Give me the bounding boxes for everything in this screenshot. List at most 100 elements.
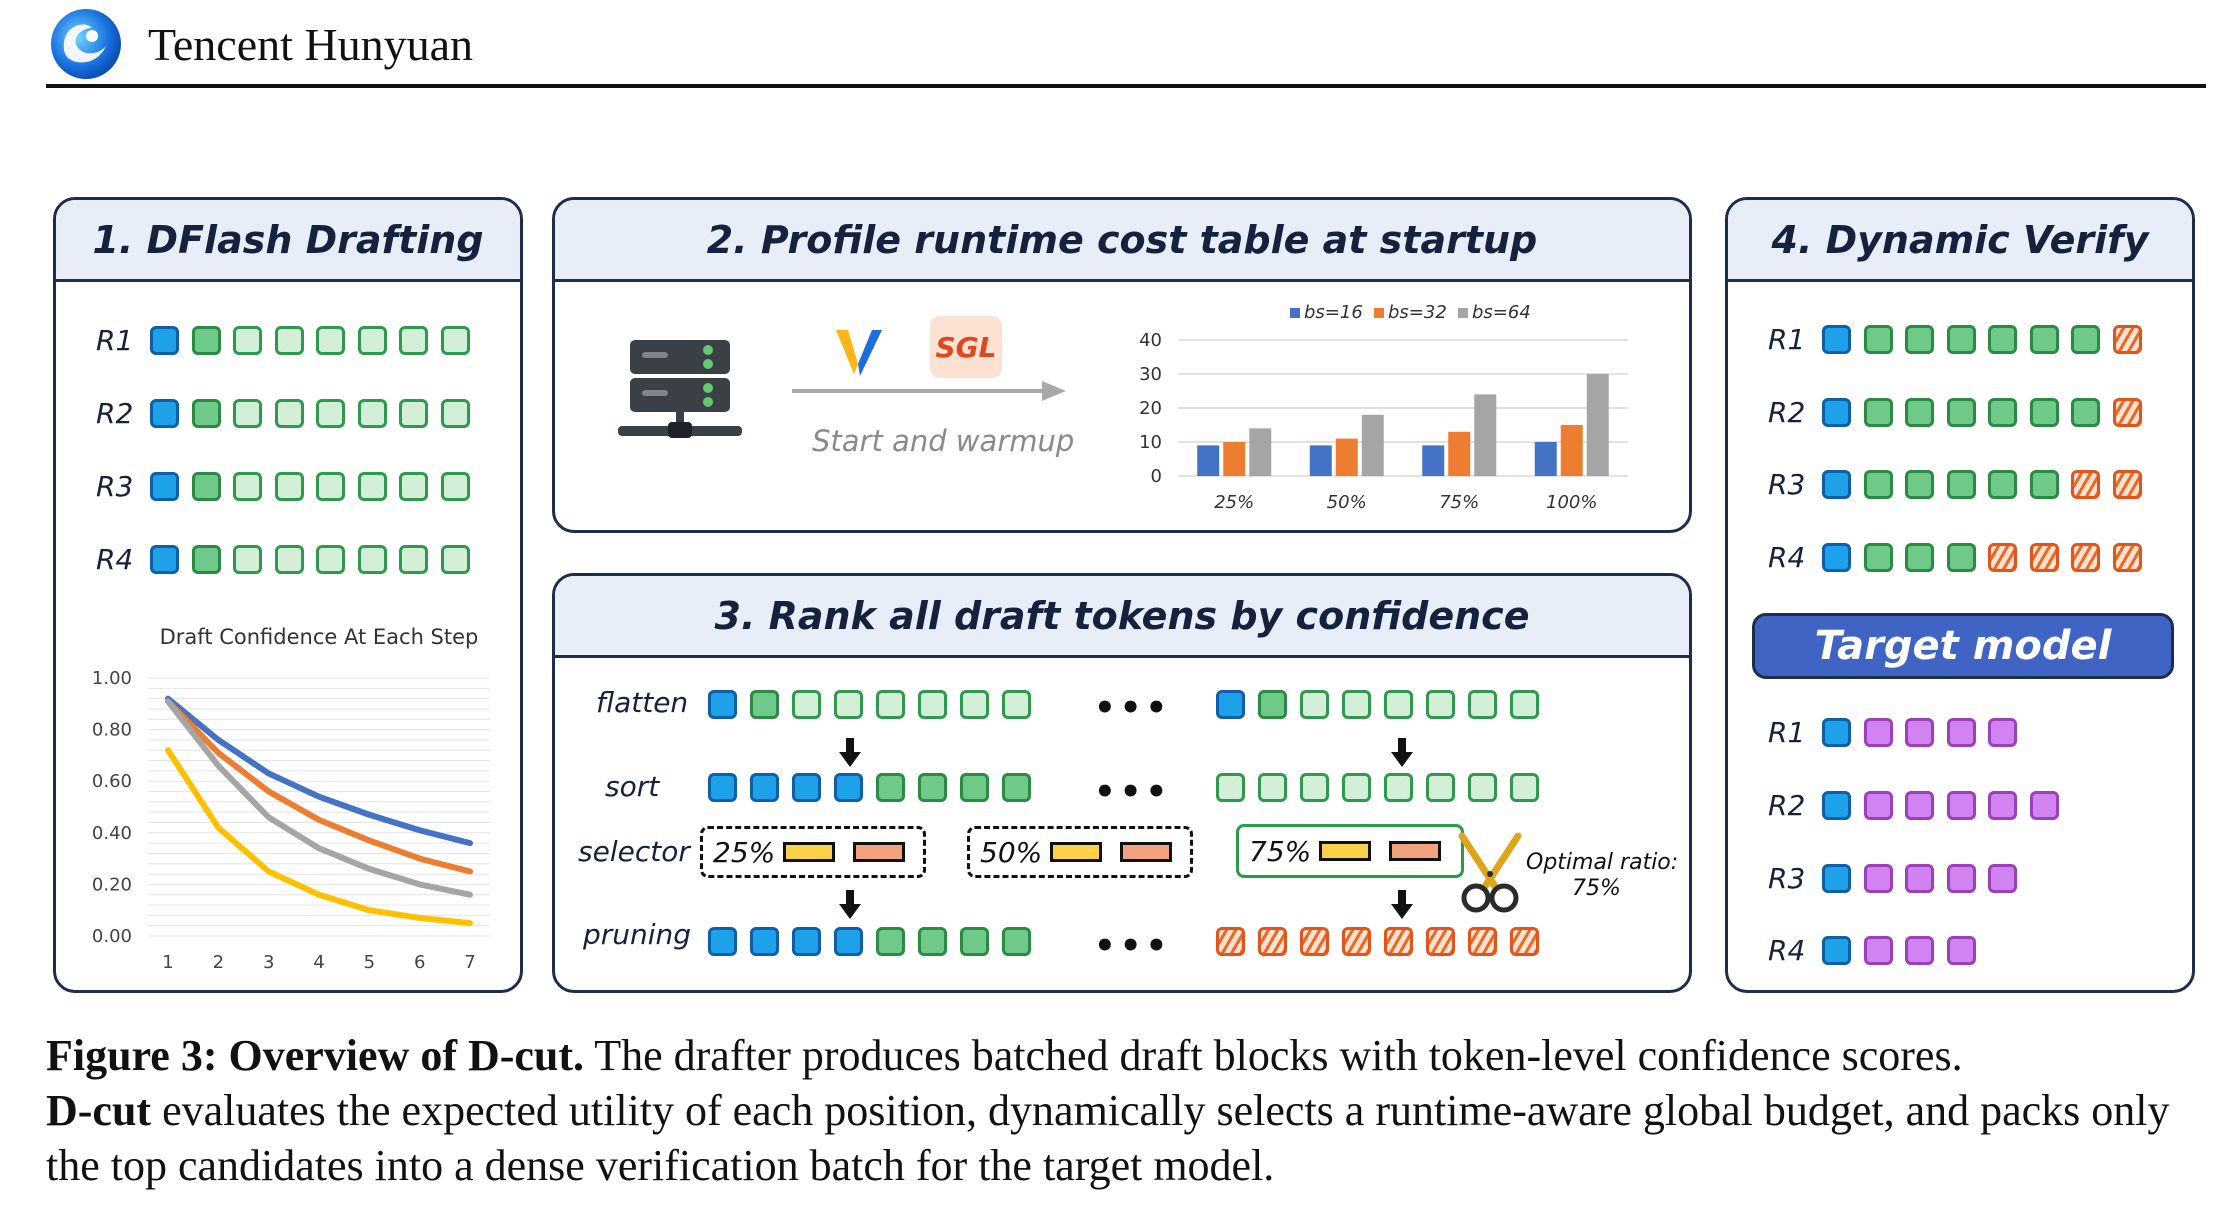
selector-bar-orange: [1120, 842, 1173, 862]
x-tick-label: 25%: [1214, 492, 1254, 513]
panel-profile-cost: 2. Profile runtime cost table at startup: [552, 197, 1692, 533]
lgreen-token: [316, 545, 345, 574]
row-label-sort: sort: [605, 770, 660, 803]
blue-token: [708, 773, 737, 802]
pink-token: [2029, 791, 2059, 820]
blue-token: [1822, 543, 1851, 572]
pink-token: [1905, 936, 1934, 965]
pink-token: [1988, 791, 2017, 820]
red-token: [2029, 543, 2059, 572]
series-line-2: [165, 698, 473, 898]
x-tick-label: 50%: [1327, 492, 1367, 513]
lgreen-token: [1510, 690, 1539, 719]
green-token: [1002, 773, 1031, 802]
green-token: [1905, 470, 1934, 499]
green-token: [1258, 690, 1287, 719]
pink-token: [1946, 718, 1976, 747]
sgl-logo: SGL: [930, 316, 1002, 378]
x-tick-label: 6: [414, 952, 425, 973]
lgreen-token: [1300, 690, 1329, 719]
red-token: [1216, 927, 1245, 956]
x-tick-label: 3: [263, 952, 274, 973]
legend-swatch: [1458, 308, 1468, 318]
series-line-1: [165, 698, 473, 875]
legend-swatch: [1290, 308, 1300, 318]
selector-ratio: 25%: [713, 835, 776, 869]
hunyuan-logo-icon: [51, 9, 121, 79]
bar-bs=32: [1223, 442, 1246, 476]
bar-bs=16: [1309, 445, 1332, 476]
row-label: R2: [1768, 789, 1806, 822]
blue-token: [750, 927, 779, 956]
selector-option-50: 50%: [967, 826, 1193, 878]
blue-token: [1216, 690, 1245, 719]
blue-token: [1822, 936, 1851, 965]
green-token: [1863, 543, 1893, 572]
bar-bs=64: [1361, 414, 1384, 476]
caption-title: Overview of D-cut.: [228, 1031, 585, 1080]
green-token: [1002, 927, 1031, 956]
pink-token: [1946, 864, 1976, 893]
x-tick-label: 75%: [1439, 492, 1479, 513]
lgreen-token: [316, 399, 345, 428]
panel-title: 4. Dynamic Verify: [1728, 200, 2192, 282]
lgreen-token: [1384, 773, 1413, 802]
bar-bs=64: [1474, 394, 1497, 476]
series-line-0: [165, 695, 473, 847]
legend-label: bs=64: [1472, 302, 1531, 323]
blue-token: [792, 773, 821, 802]
green-token: [2071, 325, 2100, 354]
green-token: [1988, 398, 2017, 427]
legend-swatch: [1374, 308, 1384, 318]
lgreen-token: [357, 545, 387, 574]
panel-title: 3. Rank all draft tokens by confidence: [555, 576, 1689, 658]
row-label-selector: selector: [578, 835, 690, 868]
y-tick-label: 40: [1139, 330, 1162, 351]
lgreen-token: [1300, 773, 1329, 802]
lgreen-token: [399, 326, 428, 355]
pink-token: [1863, 936, 1893, 965]
lgreen-token: [233, 399, 262, 428]
bar-bs=32: [1560, 425, 1583, 476]
red-token: [2071, 543, 2100, 572]
red-token: [2112, 470, 2142, 499]
selector-bar-orange: [853, 842, 906, 862]
lgreen-token: [440, 545, 470, 574]
scissors-icon: [1458, 832, 1522, 913]
selector-ratio: 75%: [1249, 834, 1312, 868]
green-token: [1946, 470, 1976, 499]
lgreen-token: [1216, 773, 1245, 802]
sgl-logo-text: SGL: [935, 330, 997, 364]
green-token: [1863, 470, 1893, 499]
panel-title: 1. DFlash Drafting: [56, 200, 520, 282]
blue-token: [1822, 398, 1851, 427]
red-token: [1468, 927, 1497, 956]
green-token: [191, 326, 221, 355]
green-token: [1863, 398, 1893, 427]
green-token: [1905, 543, 1934, 572]
x-tick-label: 1: [162, 952, 173, 973]
row-label: R3: [1768, 468, 1806, 501]
green-token: [876, 773, 905, 802]
lgreen-token: [357, 326, 387, 355]
lgreen-token: [792, 690, 821, 719]
lgreen-token: [399, 399, 428, 428]
optimal-ratio-value: 75%: [1572, 876, 1621, 901]
blue-token: [1822, 325, 1851, 354]
lgreen-token: [274, 399, 304, 428]
green-token: [876, 927, 905, 956]
row-label: R4: [1768, 934, 1806, 967]
ellipsis: •••: [1094, 772, 1172, 812]
y-tick-label: 0.40: [92, 823, 132, 844]
green-token: [1988, 325, 2017, 354]
red-token: [2112, 325, 2142, 354]
server-icon: [618, 340, 742, 438]
blue-token: [150, 545, 179, 574]
bar-bs=16: [1534, 442, 1557, 476]
red-token: [1988, 543, 2017, 572]
blue-token: [834, 773, 863, 802]
green-token: [918, 927, 947, 956]
panel-title: 2. Profile runtime cost table at startup: [555, 200, 1689, 282]
row-label: R2: [96, 397, 134, 430]
